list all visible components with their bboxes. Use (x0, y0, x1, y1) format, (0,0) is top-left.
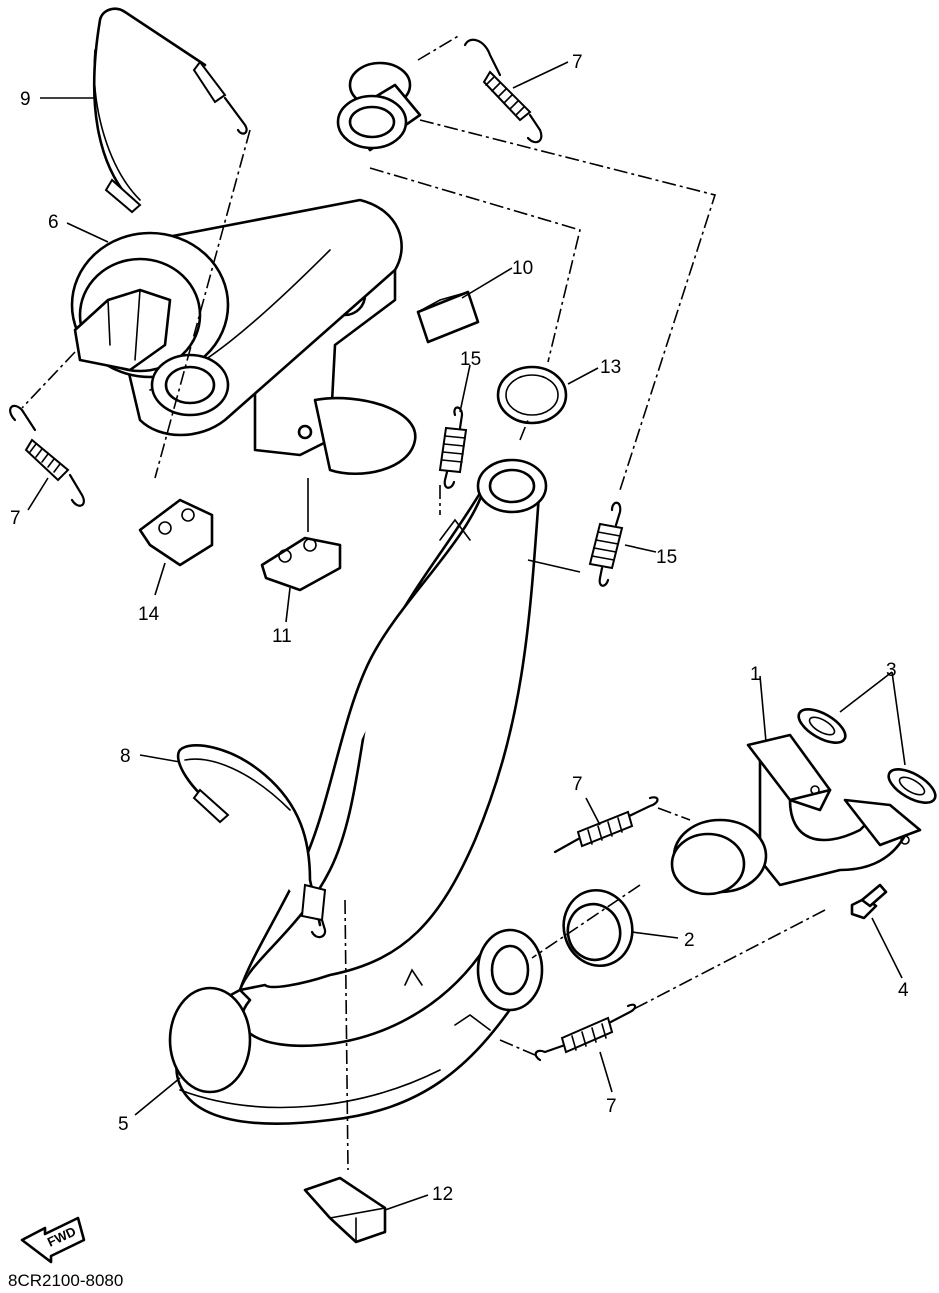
spring-left (9, 404, 85, 507)
callout-10: 10 (512, 258, 533, 279)
callout-7-middle: 7 (572, 774, 583, 795)
callout-7-top: 7 (572, 52, 583, 73)
protector-plate (303, 1176, 387, 1244)
callout-7-bottom: 7 (606, 1096, 617, 1117)
callout-6: 6 (48, 212, 59, 233)
callout-7-left: 7 (10, 508, 21, 529)
callout-labels: 1 2 3 4 5 6 7 7 7 7 8 9 10 11 12 13 14 1… (10, 52, 909, 1205)
callout-2: 2 (684, 930, 695, 951)
flange-gasket (797, 708, 937, 804)
muffler (70, 61, 422, 476)
muffler-stay-9 (92, 7, 248, 214)
callout-11: 11 (272, 626, 292, 647)
assembly-lines (21, 34, 826, 1171)
callout-15-right: 15 (656, 547, 677, 568)
exhaust-gasket-ring (562, 888, 634, 968)
forward-arrow-icon: FWD (20, 1216, 86, 1264)
callout-14: 14 (138, 604, 160, 625)
callout-4: 4 (898, 980, 909, 1001)
damper-block-14 (138, 498, 214, 567)
spring-middle-right (553, 796, 659, 854)
bolt (850, 883, 888, 920)
spring-bottom (534, 1003, 637, 1062)
callout-13: 13 (600, 357, 621, 378)
leader-lines (27, 61, 906, 1211)
o-ring-gasket (496, 365, 568, 425)
callout-5: 5 (118, 1114, 129, 1135)
drawing-code: 8CR2100-8080 (8, 1271, 123, 1290)
damper-rubber (416, 290, 480, 344)
callout-3: 3 (886, 660, 897, 681)
callout-1: 1 (750, 664, 761, 685)
callout-9: 9 (20, 89, 31, 110)
spring-top-right (463, 38, 543, 144)
pipe-stay-8 (176, 744, 327, 939)
callout-12: 12 (432, 1184, 453, 1205)
callout-8: 8 (120, 746, 131, 767)
exhaust-pipe (168, 458, 548, 1125)
spring-15-right (588, 501, 624, 587)
exhaust-manifold (670, 733, 922, 896)
spring-15-center (438, 406, 468, 489)
callout-15-center: 15 (460, 349, 481, 370)
damper-block-11 (260, 536, 342, 592)
